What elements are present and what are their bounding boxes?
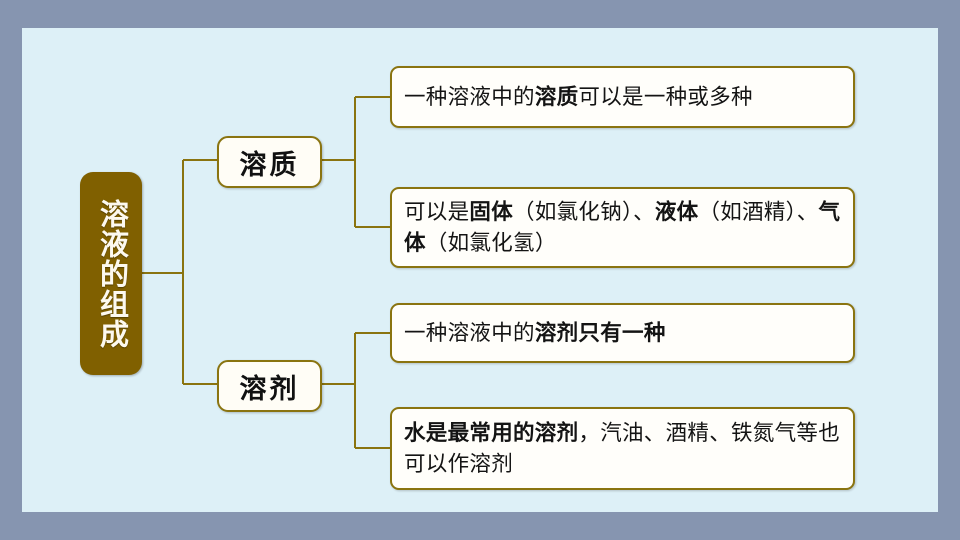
root-node-label: 溶液的组成 (95, 198, 128, 349)
leaf-box-text: 可以是固体（如氯化钠）、液体（如酒精）、气体（如氯化氢） (404, 199, 841, 255)
leaf-box-solute-count[interactable]: 一种溶液中的溶质可以是一种或多种 (390, 66, 855, 128)
branch-node-solute[interactable]: 溶质 (217, 136, 322, 188)
root-node[interactable]: 溶液的组成 (80, 172, 142, 375)
leaf-box-solvent-examples[interactable]: 水是最常用的溶剂，汽油、酒精、铁氮气等也可以作溶剂 (390, 407, 855, 490)
branch-node-solvent-label: 溶剂 (239, 373, 300, 404)
branch-node-solute-label: 溶质 (239, 149, 300, 180)
leaf-box-text: 一种溶液中的溶剂只有一种 (404, 320, 666, 345)
leaf-box-text: 水是最常用的溶剂，汽油、酒精、铁氮气等也可以作溶剂 (404, 420, 841, 476)
leaf-box-text: 一种溶液中的溶质可以是一种或多种 (404, 84, 753, 109)
leaf-box-solute-states[interactable]: 可以是固体（如氯化钠）、液体（如酒精）、气体（如氯化氢） (390, 187, 855, 268)
leaf-box-solvent-count[interactable]: 一种溶液中的溶剂只有一种 (390, 303, 855, 363)
branch-node-solvent[interactable]: 溶剂 (217, 360, 322, 412)
